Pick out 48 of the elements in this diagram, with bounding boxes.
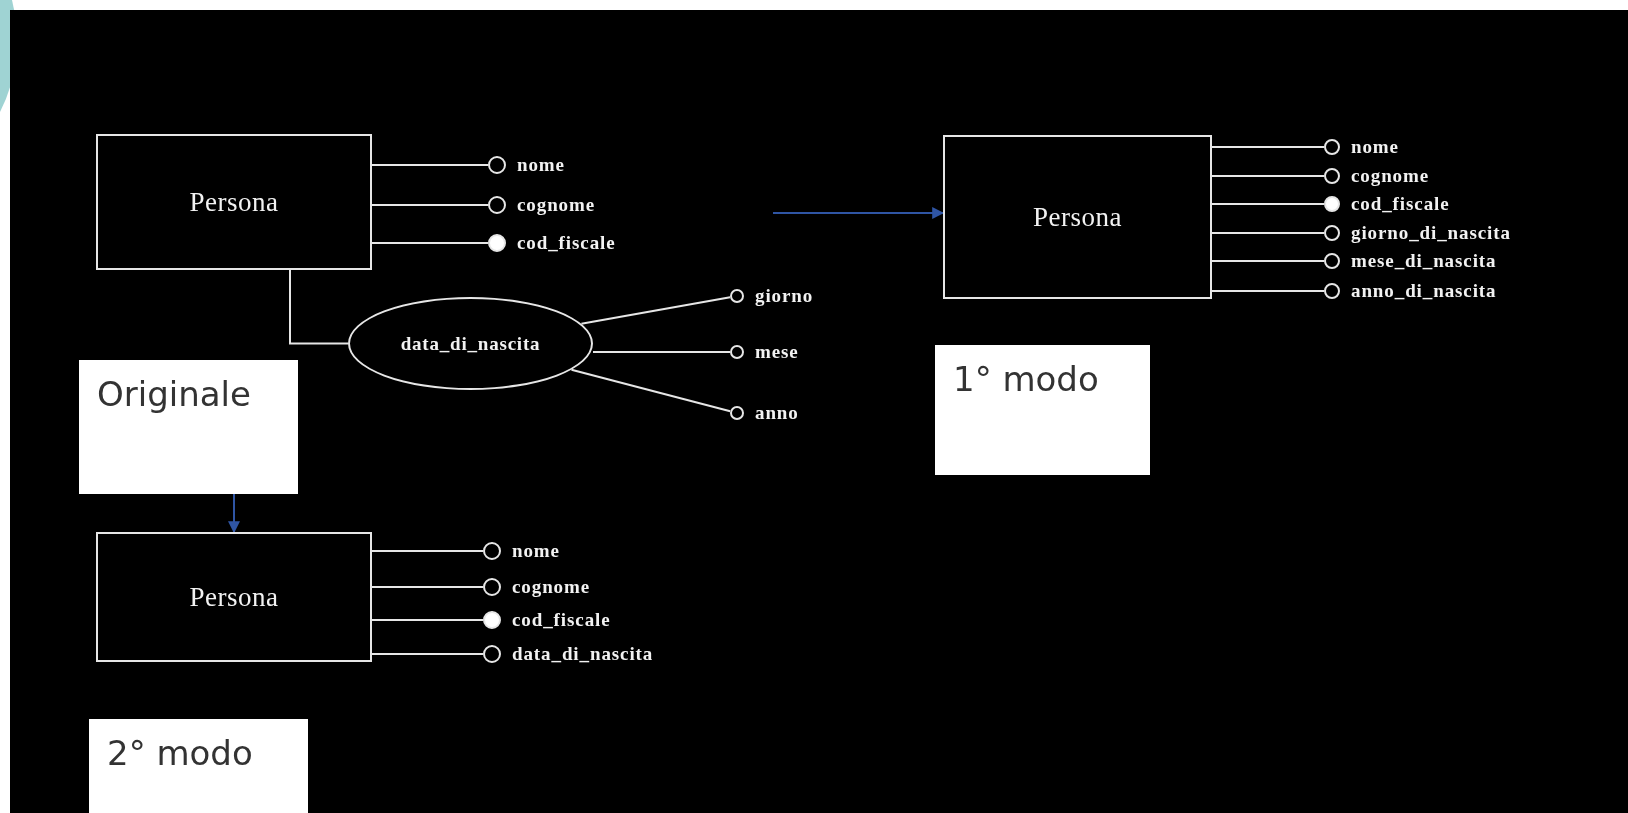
connector-line (371, 164, 489, 166)
connector-line (371, 204, 489, 206)
attribute-label: nome (517, 154, 565, 176)
connector-line (570, 368, 732, 413)
connector-line (289, 269, 349, 345)
attribute-label: anno (755, 402, 799, 424)
arrow (228, 493, 240, 534)
connector-line (371, 550, 484, 552)
connector-line (1211, 175, 1325, 177)
connector-line (1211, 290, 1325, 292)
note-card (79, 360, 298, 494)
connector-line (371, 586, 484, 588)
note-text: 2° modo (107, 733, 253, 773)
note-card (935, 345, 1150, 475)
connector-line (592, 351, 731, 353)
attribute-label: anno_di_nascita (1351, 280, 1497, 302)
attribute-label: cod_fiscale (1351, 193, 1450, 215)
attribute-label: nome (512, 540, 560, 562)
attribute-label: cognome (517, 194, 596, 216)
entity-box (96, 532, 372, 662)
entity-name: Persona (1033, 201, 1122, 233)
connector-line (1211, 146, 1325, 148)
attribute-label: data_di_nascita (512, 643, 654, 665)
entity-box (96, 134, 372, 270)
note-text: Originale (97, 374, 251, 414)
note-card (89, 719, 308, 813)
attribute-label: mese_di_nascita (1351, 250, 1497, 272)
attribute-label: cognome (512, 576, 591, 598)
attribute-label: cod_fiscale (512, 609, 611, 631)
arrow (772, 207, 945, 219)
attribute-name: data_di_nascita (400, 332, 541, 355)
attribute-label: cod_fiscale (517, 232, 616, 254)
attribute-label: nome (1351, 136, 1399, 158)
attribute-label: giorno (755, 285, 814, 307)
attribute-label: mese (755, 341, 799, 363)
connector-line (371, 619, 484, 621)
entity-box (943, 135, 1212, 299)
entity-name: Persona (189, 186, 279, 218)
connector-line (1211, 260, 1325, 262)
connector-line (580, 296, 732, 325)
connector-line (371, 242, 489, 244)
note-text: 1° modo (953, 359, 1099, 399)
entity-name: Persona (189, 581, 279, 613)
connector-line (371, 653, 484, 655)
attribute-label: giorno_di_nascita (1351, 222, 1511, 244)
connector-line (1211, 232, 1325, 234)
attribute-label: cognome (1351, 165, 1430, 187)
connector-line (1211, 203, 1325, 205)
